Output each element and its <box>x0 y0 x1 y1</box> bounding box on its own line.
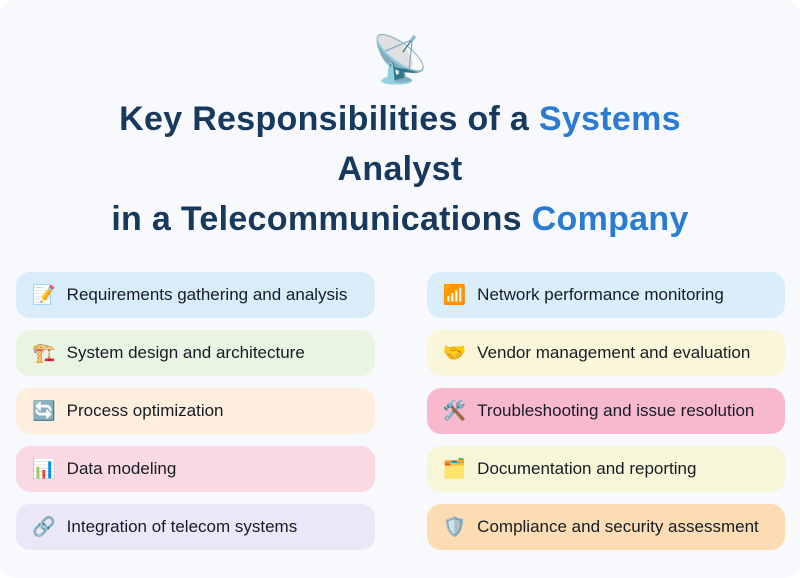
page-title: Key Responsibilities of a Systems Analys… <box>0 94 800 244</box>
construction-crane-icon: 🏗️ <box>32 342 56 364</box>
satellite-antenna-icon: 📡 <box>371 33 429 85</box>
card-index-dividers-icon: 🗂️ <box>442 458 467 480</box>
list-item-label: Documentation and reporting <box>477 459 697 478</box>
title-line-1-highlight: Systems <box>538 100 681 138</box>
list-item-label: Requirements gathering and analysis <box>66 285 348 304</box>
list-item: 📊 Data modeling <box>16 446 375 492</box>
cycle-arrows-icon: 🔄 <box>32 400 56 422</box>
list-item-label: Process optimization <box>66 401 224 420</box>
list-item-label: Integration of telecom systems <box>66 517 298 536</box>
hammer-wrench-icon: 🛠️ <box>442 400 467 422</box>
memo-icon: 📝 <box>32 284 56 306</box>
list-item-label: Vendor management and evaluation <box>477 343 751 362</box>
handshake-icon: 🤝 <box>442 342 467 364</box>
list-item-label: Troubleshooting and issue resolution <box>477 401 755 420</box>
title-line-3-highlight: Company <box>531 200 689 238</box>
list-item: 🔗 Integration of telecom systems <box>16 504 375 550</box>
signal-bars-icon: 📶 <box>442 284 467 306</box>
list-item: 🛠️ Troubleshooting and issue resolution <box>426 388 785 434</box>
list-item: 🗂️ Documentation and reporting <box>426 446 785 492</box>
title-line-3-text: in a Telecommunications <box>111 200 532 238</box>
responsibilities-grid: 📝 Requirements gathering and analysis 🏗️… <box>0 272 800 550</box>
title-line-1-text: Key Responsibilities of a <box>119 100 539 138</box>
title-line-2: Analyst <box>0 144 800 194</box>
list-item-label: Data modeling <box>66 459 177 478</box>
title-line-3: in a Telecommunications Company <box>0 194 800 244</box>
list-item: 🤝 Vendor management and evaluation <box>426 330 785 376</box>
title-line-2-text: Analyst <box>337 150 463 188</box>
right-column: 📶 Network performance monitoring 🤝 Vendo… <box>426 272 785 550</box>
list-item: 📝 Requirements gathering and analysis <box>16 272 375 318</box>
list-item-label: Compliance and security assessment <box>477 517 759 536</box>
link-icon: 🔗 <box>32 516 56 538</box>
bar-chart-icon: 📊 <box>32 458 56 480</box>
shield-icon: 🛡️ <box>442 516 467 538</box>
list-item: 📶 Network performance monitoring <box>426 272 785 318</box>
list-item: 🔄 Process optimization <box>16 388 375 434</box>
list-item: 🛡️ Compliance and security assessment <box>426 504 785 550</box>
title-line-1: Key Responsibilities of a Systems <box>0 94 800 144</box>
left-column: 📝 Requirements gathering and analysis 🏗️… <box>16 272 375 550</box>
list-item-label: System design and architecture <box>66 343 305 362</box>
list-item-label: Network performance monitoring <box>477 285 724 304</box>
list-item: 🏗️ System design and architecture <box>16 330 375 376</box>
